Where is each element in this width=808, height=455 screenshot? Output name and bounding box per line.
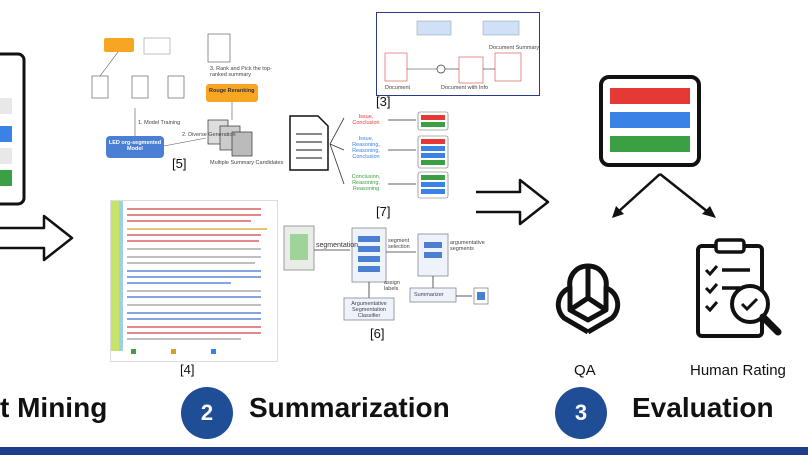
ref-4: [4] bbox=[180, 362, 195, 377]
step-1-label: t Mining bbox=[0, 392, 108, 423]
human-rating-icon bbox=[696, 238, 782, 338]
step-2-circle: 2 bbox=[181, 387, 233, 439]
fig5-rouge-label: Rouge Reranking bbox=[209, 88, 255, 94]
fig7-s2: Issue, Reasoning, Reasoning, Conclusion bbox=[352, 136, 380, 160]
figure-4-diagram bbox=[111, 201, 267, 354]
fig6-segment-selection: segment selection bbox=[388, 238, 410, 250]
fig6-assign-labels: assign labels bbox=[384, 280, 400, 292]
fig6-argumentative-segments: argumentative segments bbox=[450, 240, 485, 252]
fig5-candidates-label: Multiple Summary Candidates bbox=[210, 160, 284, 166]
left-document-fragment bbox=[0, 52, 26, 206]
fig5-rank-label: 3. Rank and Pick the top-ranked summary bbox=[210, 66, 272, 78]
fig5-diverse-label: 2. Diverse Generation bbox=[182, 132, 236, 138]
ref-7: [7] bbox=[376, 204, 391, 219]
figure-7: Issue, Conclusion Issue, Reasoning, Reas… bbox=[284, 110, 464, 210]
fig6-segmentation: segmentation bbox=[316, 242, 359, 249]
figure-6-diagram bbox=[283, 225, 489, 321]
ref-5: [5] bbox=[172, 156, 187, 171]
figure-7-diagram bbox=[289, 111, 449, 199]
openai-logo-icon bbox=[555, 263, 621, 335]
fig5-model-label: LED org-segmented Model bbox=[108, 140, 162, 152]
figure-3-diagram bbox=[384, 20, 522, 84]
arrow-right-icon bbox=[476, 178, 550, 226]
fig7-s1: Issue, Conclusion bbox=[352, 114, 380, 126]
fig5-training-label: 1. Model Training bbox=[138, 120, 181, 126]
step-2-label: Summarization bbox=[249, 392, 450, 423]
fig3-docinfo-label: Document with Info bbox=[441, 85, 489, 91]
bottom-accent-bar bbox=[0, 447, 808, 455]
fig3-doc-label: Document bbox=[385, 85, 411, 91]
figure-4 bbox=[110, 200, 278, 362]
figure-3: Document Document with Info Document Sum… bbox=[376, 12, 540, 96]
fig7-s3: Conclusion, Reasoning, Reasoning bbox=[351, 174, 381, 192]
step-3-label: Evaluation bbox=[632, 392, 774, 423]
figure-6: segmentation segment selection argumenta… bbox=[282, 212, 512, 336]
fig6-classifier: Argumentative Segmentation Classifier bbox=[351, 301, 387, 319]
split-arrows bbox=[612, 173, 716, 218]
summary-card-icon bbox=[599, 75, 701, 167]
fig3-summary-label: Document Summary bbox=[489, 45, 540, 51]
arrow-right-icon bbox=[0, 214, 74, 262]
human-rating-label: Human Rating bbox=[690, 362, 786, 379]
fig6-summarizer: Summarizer bbox=[414, 292, 444, 298]
step-3-circle: 3 bbox=[555, 387, 607, 439]
ref-3: [3] bbox=[376, 94, 391, 109]
ref-6: [6] bbox=[370, 326, 385, 341]
qa-label: QA bbox=[574, 362, 596, 379]
